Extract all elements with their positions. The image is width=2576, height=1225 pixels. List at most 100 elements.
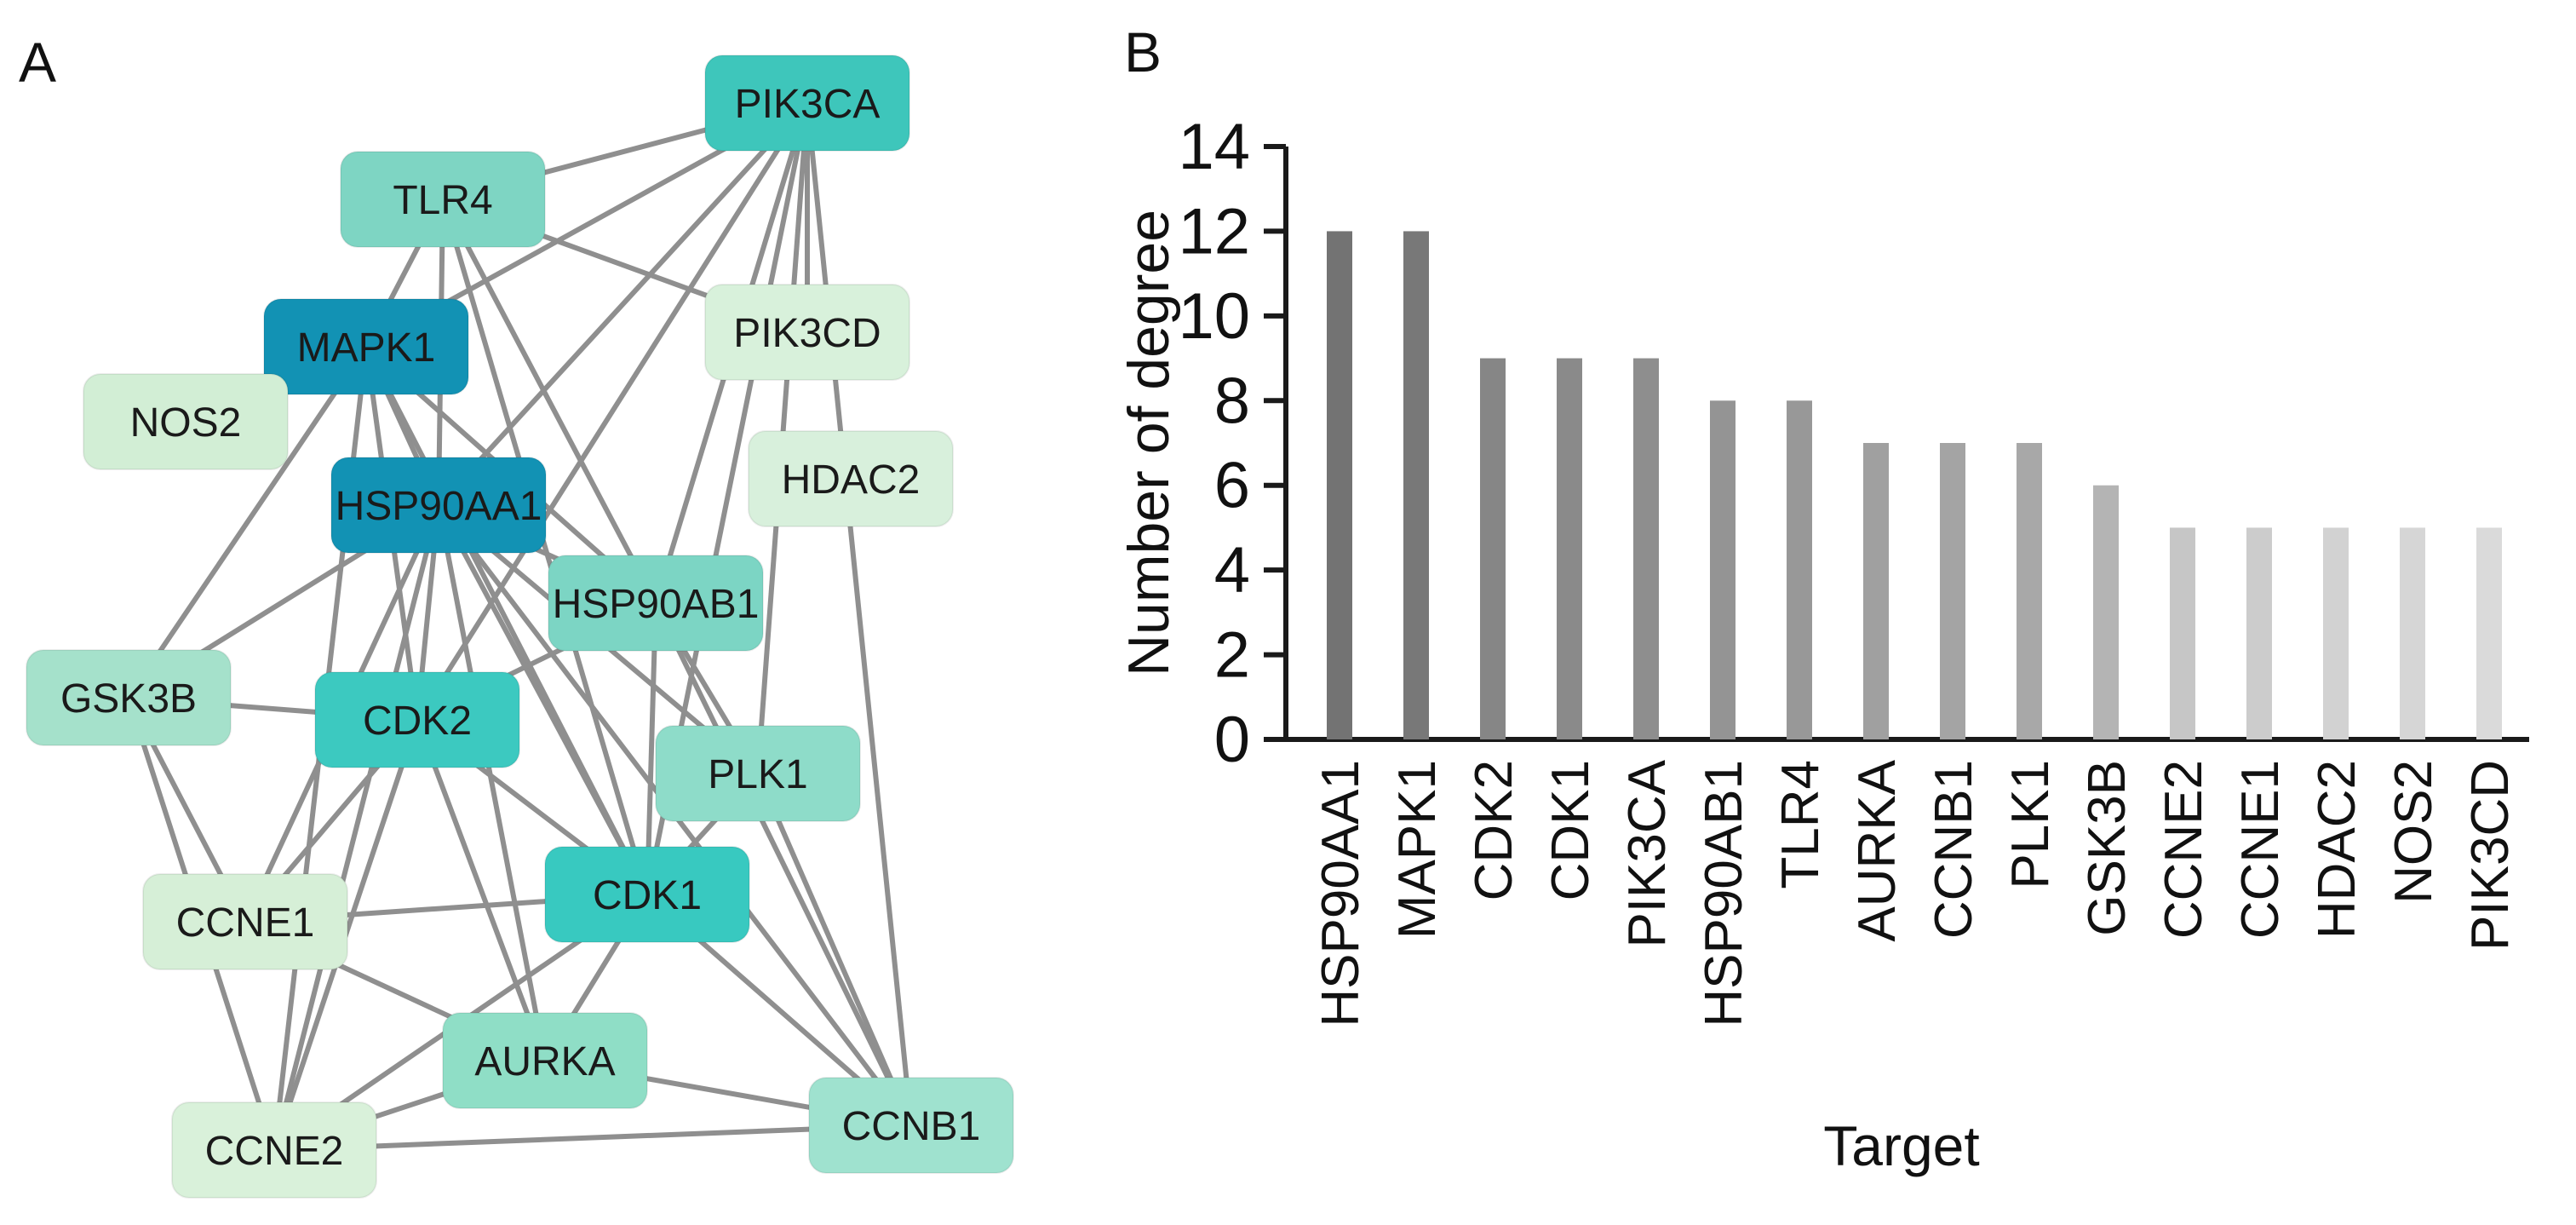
x-tick-label-CDK1: CDK1 (1541, 760, 1600, 900)
bar-CDK1 (1557, 358, 1582, 739)
node-CCNB1: CCNB1 (808, 1077, 1014, 1174)
y-tick-label-0: 0 (1214, 704, 1250, 776)
x-tick-label-AURKA: AURKA (1848, 759, 1907, 941)
node-CCNE1: CCNE1 (142, 873, 348, 970)
bar-AURKA (1863, 443, 1889, 739)
y-tick-label-14: 14 (1178, 111, 1250, 183)
bar-CCNE2 (2170, 527, 2195, 739)
node-HSP90AB1: HSP90AB1 (548, 555, 764, 652)
bar-PIK3CA (1633, 358, 1659, 739)
node-box-CDK1 (544, 846, 750, 943)
node-PIK3CA: PIK3CA (704, 55, 910, 152)
bar-CCNE1 (2246, 527, 2272, 739)
node-label-HSP90AB1: HSP90AB1 (553, 582, 760, 627)
node-AURKA: AURKA (442, 1012, 648, 1109)
edge-HSP90AA1-CDK1 (436, 503, 650, 896)
x-tick-label-HDAC2: HDAC2 (2308, 760, 2367, 939)
node-box-CDK2 (314, 671, 520, 768)
bar-HSP90AA1 (1327, 231, 1352, 739)
x-tick-label-PLK1: PLK1 (2001, 760, 2060, 889)
node-label-CDK2: CDK2 (363, 699, 472, 744)
x-tick-label-NOS2: NOS2 (2384, 760, 2443, 904)
edge-PIK3CA-CCNB1 (805, 102, 914, 1126)
node-GSK3B: GSK3B (26, 649, 232, 746)
node-box-CCNB1 (808, 1077, 1014, 1174)
node-label-HDAC2: HDAC2 (782, 457, 921, 503)
x-tick-label-CCNE1: CCNE1 (2231, 760, 2290, 939)
node-label-PIK3CD: PIK3CD (733, 311, 881, 356)
x-tick-label-HSP90AA1: HSP90AA1 (1311, 760, 1370, 1027)
node-box-MAPK1 (263, 298, 469, 395)
panel-b-label: B (1124, 20, 1162, 83)
x-tick-label-GSK3B: GSK3B (2078, 760, 2137, 936)
x-tick-label-PIK3CA: PIK3CA (1618, 759, 1677, 947)
bar-PLK1 (2017, 443, 2042, 739)
x-tick-label-CCNB1: CCNB1 (1925, 760, 1983, 939)
y-tick-label-2: 2 (1214, 619, 1250, 692)
node-label-AURKA: AURKA (474, 1039, 615, 1084)
y-tick-label-6: 6 (1214, 450, 1250, 522)
node-label-MAPK1: MAPK1 (297, 325, 436, 371)
edge-PIK3CA-CDK2 (415, 101, 810, 722)
node-label-TLR4: TLR4 (393, 178, 492, 223)
y-tick-label-12: 12 (1178, 195, 1250, 267)
node-label-NOS2: NOS2 (130, 400, 242, 446)
edge-HSP90AA1-AURKA (436, 504, 548, 1061)
edge-HSP90AB1-CDK1 (645, 602, 658, 895)
edge-TLR4-HSP90AB1 (440, 198, 658, 605)
node-box-PLK1 (655, 725, 861, 822)
bar-PIK3CD (2476, 527, 2502, 739)
node-label-CCNE1: CCNE1 (176, 900, 315, 946)
node-box-PIK3CA (704, 55, 910, 152)
node-PLK1: PLK1 (655, 725, 861, 822)
edge-PIK3CA-HSP90AA1 (436, 101, 810, 508)
bar-CCNB1 (1940, 443, 1965, 739)
node-box-NOS2 (83, 373, 289, 470)
node-label-CCNB1: CCNB1 (842, 1104, 981, 1149)
edge-HSP90AA1-CCNE2 (272, 504, 441, 1151)
y-tick-label-4: 4 (1214, 534, 1250, 607)
node-box-HSP90AA1 (330, 457, 547, 554)
bar-GSK3B (2093, 485, 2119, 739)
network-edges (126, 101, 914, 1153)
edge-CCNE2-CCNB1 (273, 1123, 912, 1153)
edge-MAPK1-GSK3B (126, 345, 369, 699)
chart-bars (1327, 231, 2502, 739)
x-axis-title: Target (1823, 1114, 1979, 1177)
bar-CDK2 (1480, 358, 1506, 739)
x-tick-label-MAPK1: MAPK1 (1388, 760, 1447, 939)
node-CDK2: CDK2 (314, 671, 520, 768)
node-box-HDAC2 (748, 430, 954, 527)
node-box-GSK3B (26, 649, 232, 746)
bar-TLR4 (1787, 400, 1812, 739)
node-box-PIK3CD (704, 284, 910, 381)
node-label-PLK1: PLK1 (708, 752, 807, 797)
y-axis-title: Number of degree (1116, 210, 1181, 676)
node-HSP90AA1: HSP90AA1 (330, 457, 547, 554)
y-tick-label-10: 10 (1178, 280, 1250, 353)
node-CCNE2: CCNE2 (171, 1101, 377, 1199)
node-label-CDK1: CDK1 (593, 873, 702, 918)
edge-CDK2-AURKA (415, 718, 548, 1062)
node-box-CCNE1 (142, 873, 348, 970)
bar-NOS2 (2400, 527, 2425, 739)
bar-HSP90AB1 (1710, 400, 1736, 739)
node-box-TLR4 (340, 151, 546, 248)
edge-PLK1-CCNB1 (755, 772, 914, 1127)
x-tick-label-PIK3CD: PIK3CD (2461, 760, 2520, 951)
x-tick-label-HSP90AB1: HSP90AB1 (1695, 760, 1753, 1027)
bar-HDAC2 (2323, 527, 2349, 739)
node-PIK3CD: PIK3CD (704, 284, 910, 381)
x-tick-label-TLR4: TLR4 (1771, 760, 1830, 889)
node-label-PIK3CA: PIK3CA (735, 82, 881, 127)
node-box-AURKA (442, 1012, 648, 1109)
node-MAPK1: MAPK1 (263, 298, 469, 395)
node-label-HSP90AA1: HSP90AA1 (336, 484, 542, 529)
panel-a-label: A (19, 31, 57, 94)
node-label-CCNE2: CCNE2 (205, 1129, 344, 1174)
